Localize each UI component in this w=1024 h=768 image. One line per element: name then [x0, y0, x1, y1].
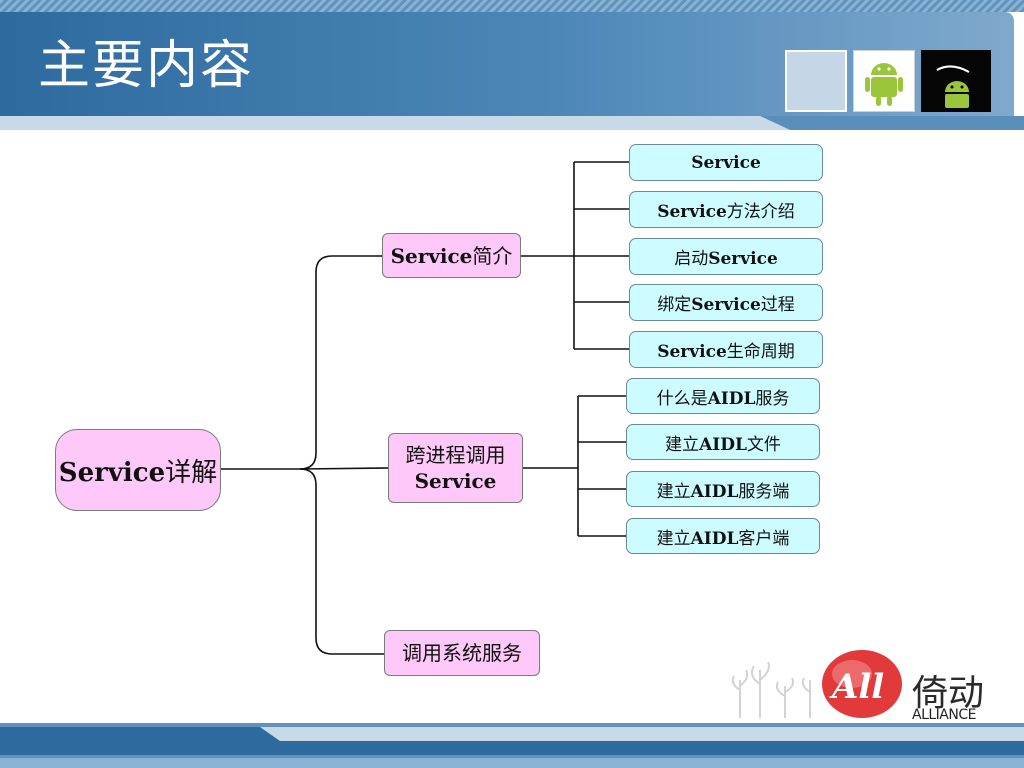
root-label-bold: Service — [58, 457, 166, 488]
leaf-node: 绑定Service过程 — [629, 284, 823, 321]
branch-label-bold: Service — [414, 469, 497, 493]
leaf-text-pre: 什么是 — [656, 388, 708, 409]
leaf-text-post: 生命周期 — [726, 342, 795, 362]
leaf-text-bold: Service — [708, 249, 778, 269]
leaf-text-bold: Service — [691, 152, 761, 173]
branch-node-ipc: 跨进程调用 Service — [388, 433, 523, 503]
branch-node-system-services: 调用系统服务 — [384, 630, 540, 676]
leaf-node: 什么是AIDL服务 — [626, 378, 820, 414]
leaf-text-bold: AIDL — [707, 388, 756, 409]
page-title: 主要内容 — [38, 36, 255, 96]
leaf-text-pre: 建立 — [656, 481, 691, 502]
leaf-text-post: 客户端 — [738, 528, 790, 549]
leaf-text-post: 文件 — [746, 434, 781, 455]
logo-brand-chinese: 倚动 — [912, 673, 985, 714]
plant-decoration — [731, 661, 811, 718]
root-label-text: 详解 — [165, 457, 218, 488]
android-dark-thumbnail — [921, 50, 991, 112]
branch-label-text: 调用系统服务 — [402, 641, 522, 665]
leaf-text-bold: AIDL — [690, 481, 739, 502]
header-band: 主要内容 — [0, 0, 1024, 130]
android-robot-dark-icon — [936, 65, 970, 108]
thumbnail-placeholder — [785, 50, 847, 112]
leaf-text-post: 方法介绍 — [726, 202, 795, 222]
leaf-node: 建立AIDL文件 — [626, 424, 820, 460]
branch-label-bold: Service — [390, 243, 473, 268]
header-background — [0, 0, 1024, 130]
footer-band — [0, 715, 1024, 768]
leaf-text-pre: 启动 — [674, 249, 709, 269]
root-node: Service详解 — [55, 429, 221, 511]
branch-label-text: 跨进程调用 — [405, 443, 506, 467]
branch-label-text: 简介 — [472, 243, 513, 268]
leaf-text-post: 服务端 — [738, 481, 790, 502]
leaf-text-pre: 建立 — [656, 528, 691, 549]
leaf-text-post: 过程 — [760, 295, 795, 315]
android-robot-icon — [865, 63, 903, 106]
leaf-node: 建立AIDL客户端 — [626, 518, 820, 554]
company-logo: All — [731, 650, 902, 718]
leaf-node: Service生命周期 — [629, 331, 823, 368]
leaf-text-bold: Service — [657, 342, 727, 362]
leaf-node: Service方法介绍 — [629, 191, 823, 228]
leaf-node: 建立AIDL服务端 — [626, 471, 820, 507]
leaf-text-bold: AIDL — [690, 528, 739, 549]
leaf-node: 启动Service — [629, 238, 823, 275]
footer-background — [0, 723, 1024, 768]
android-logo-thumbnail — [853, 50, 915, 112]
logo-mark-text: All — [829, 667, 884, 707]
leaf-text-pre: 建立 — [665, 434, 700, 455]
leaf-text-post: 服务 — [755, 388, 790, 409]
branch-node-service-intro: Service简介 — [382, 233, 521, 278]
leaf-text-pre: 绑定 — [657, 295, 692, 315]
leaf-node: Service — [629, 144, 823, 181]
leaf-text-bold: Service — [691, 295, 761, 315]
leaf-text-bold: AIDL — [699, 434, 747, 455]
leaf-text-bold: Service — [657, 202, 727, 222]
